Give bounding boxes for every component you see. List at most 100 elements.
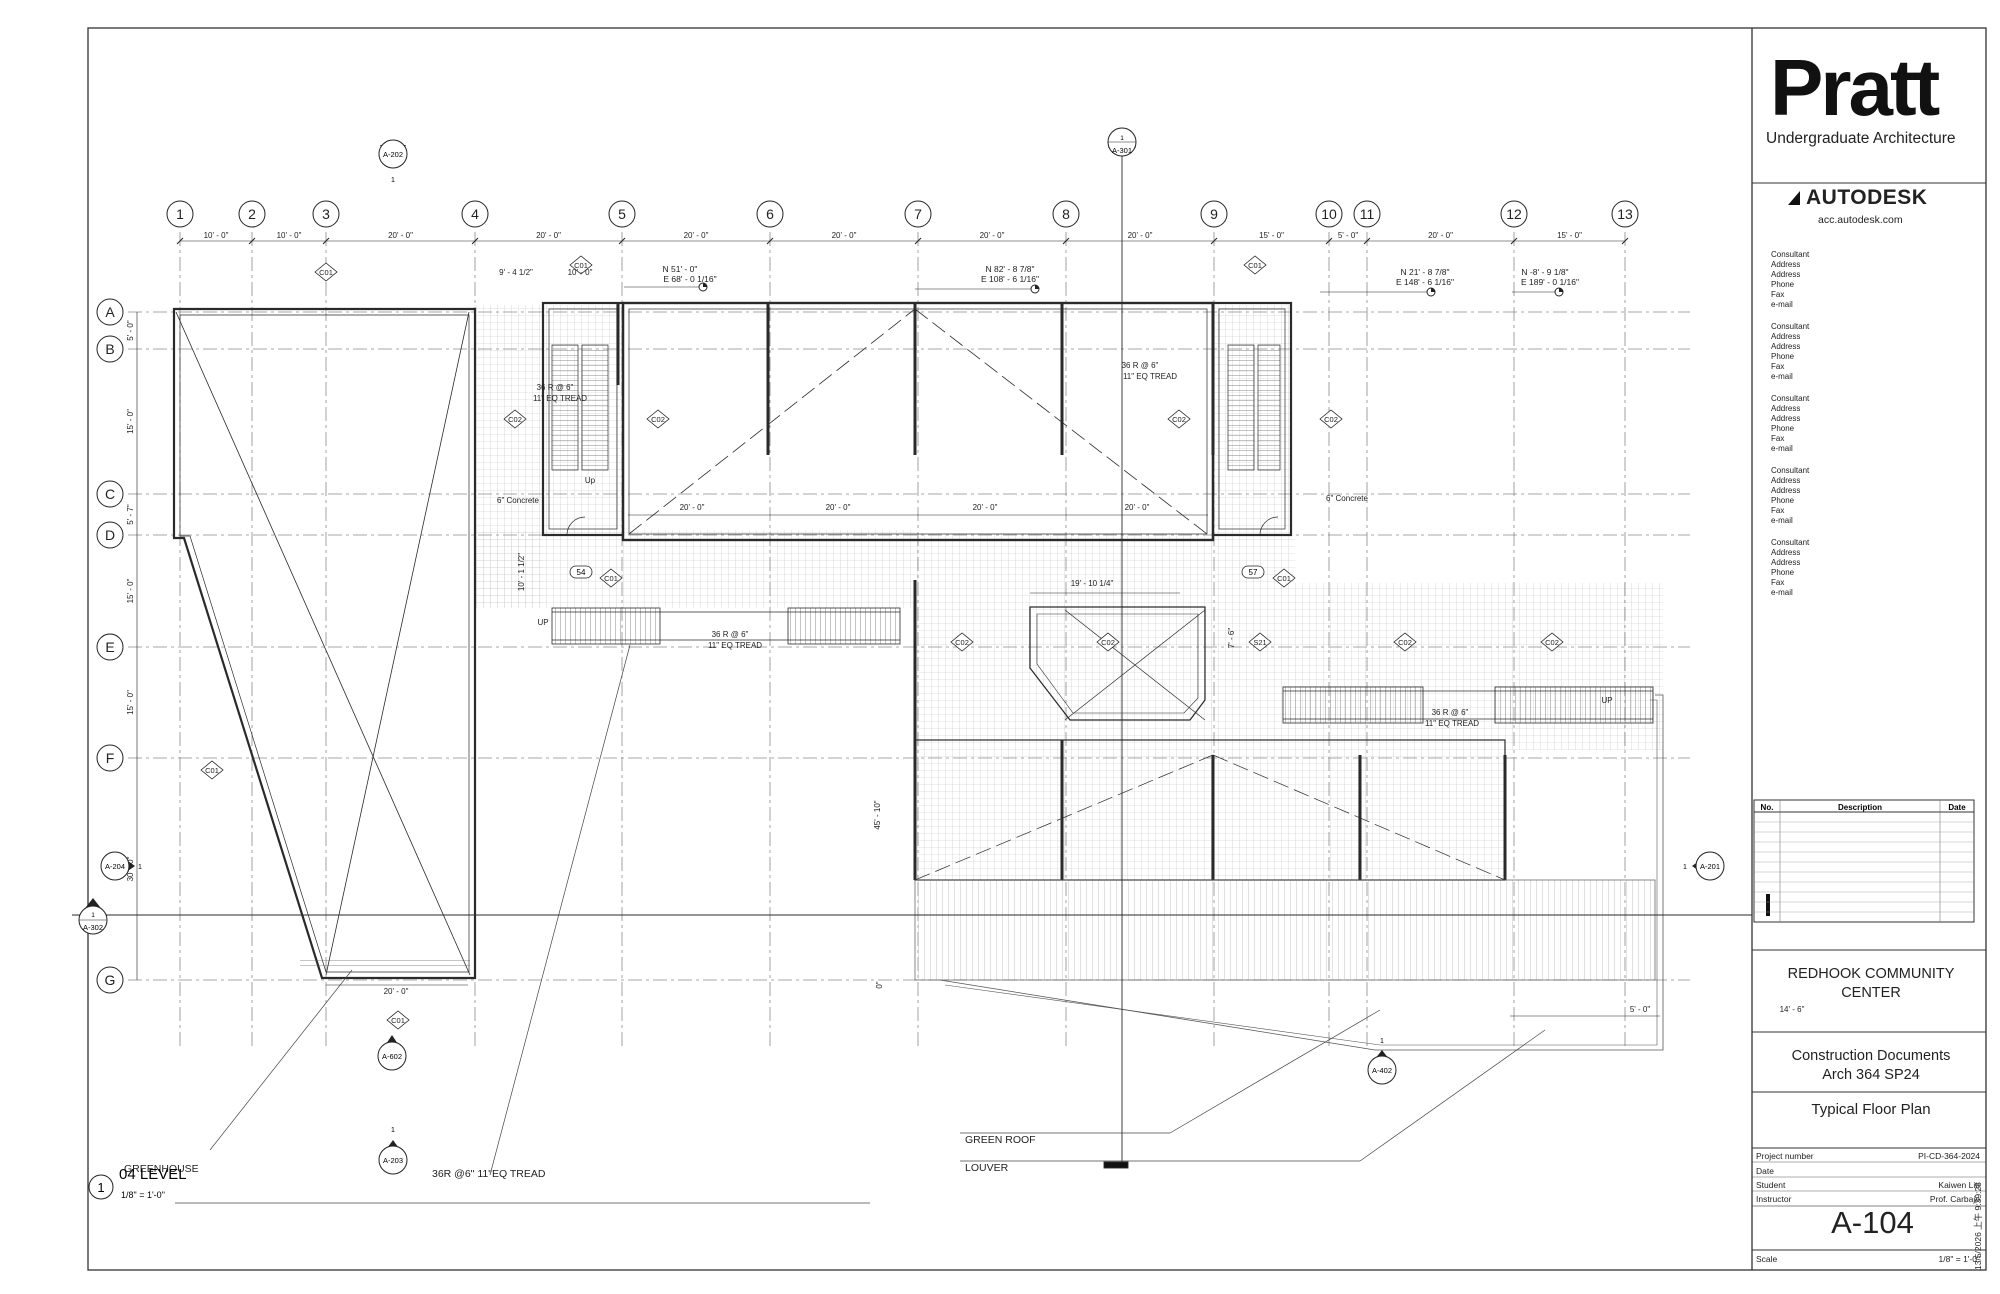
- svg-text:1: 1: [391, 1127, 395, 1134]
- consultant-line: Phone: [1771, 568, 1795, 577]
- column-dim: 15' - 0": [1557, 231, 1582, 240]
- consultant-line: Phone: [1771, 424, 1795, 433]
- svg-text:1: 1: [1120, 135, 1124, 142]
- row-dim: 5' - 7": [126, 504, 135, 525]
- svg-text:1: 1: [176, 206, 184, 222]
- floor-hatch: [475, 305, 1663, 880]
- consultant-line: Address: [1771, 260, 1801, 269]
- svg-text:N 82' - 8 7/8": N 82' - 8 7/8": [985, 264, 1034, 274]
- grid-bubble-6: 6: [756, 200, 784, 228]
- consultant-line: Consultant: [1771, 322, 1810, 331]
- svg-text:8: 8: [1062, 206, 1070, 222]
- grid-bubble-C: C: [96, 480, 124, 508]
- consultant-line: Phone: [1771, 280, 1795, 289]
- svg-text:6" Concrete: 6" Concrete: [497, 496, 540, 505]
- column-dim: 20' - 0": [980, 231, 1005, 240]
- consultant-line: Consultant: [1771, 466, 1810, 475]
- svg-text:C02: C02: [1172, 415, 1186, 424]
- consultant-line: e-mail: [1771, 372, 1793, 381]
- svg-text:3: 3: [322, 206, 330, 222]
- svg-text:20' - 0": 20' - 0": [680, 503, 705, 512]
- grid-bubble-8: 8: [1052, 200, 1080, 228]
- svg-text:0": 0": [875, 981, 884, 988]
- tag-c02: C02: [503, 409, 527, 429]
- section-marker-a602[interactable]: A-602: [377, 1035, 407, 1071]
- project-name-line-1: REDHOOK COMMUNITY: [1787, 966, 1955, 982]
- column-dim: 20' - 0": [832, 231, 857, 240]
- consultant-line: Consultant: [1771, 250, 1810, 259]
- pratt-logo: Pratt: [1770, 43, 1940, 132]
- svg-text:10' - 0": 10' - 0": [568, 268, 593, 277]
- section-marker-a201[interactable]: A-201 1: [1683, 851, 1725, 881]
- consultant-line: Address: [1771, 486, 1801, 495]
- tag-c02: C02: [1540, 632, 1564, 652]
- grid-bubble-13: 13: [1611, 200, 1639, 228]
- svg-text:C: C: [105, 486, 115, 502]
- svg-text:36 R @ 6": 36 R @ 6": [1122, 361, 1159, 370]
- svg-text:A-402: A-402: [1372, 1066, 1392, 1075]
- svg-text:4: 4: [471, 206, 479, 222]
- svg-text:E 68' - 0 1/16": E 68' - 0 1/16": [663, 274, 716, 284]
- consultant-line: e-mail: [1771, 516, 1793, 525]
- west-stair-core: [541, 301, 625, 537]
- svg-text:GREEN ROOF: GREEN ROOF: [965, 1134, 1036, 1146]
- door-tags: 54 57: [569, 565, 1265, 579]
- consultant-line: Address: [1771, 476, 1801, 485]
- consultant-line: e-mail: [1771, 300, 1793, 309]
- consultant-line: Phone: [1771, 352, 1795, 361]
- print-timestamp: 13/5/2026 上午 9:39:28: [1973, 1182, 1983, 1270]
- info-date-label: Date: [1756, 1166, 1774, 1176]
- section-marker-a301[interactable]: 1 A-301: [1107, 127, 1137, 157]
- section-marker-a204[interactable]: A-204 1: [100, 851, 142, 881]
- grid-bubble-11: 11: [1353, 200, 1381, 228]
- consultant-line: Address: [1771, 414, 1801, 423]
- svg-text:C02: C02: [508, 415, 522, 424]
- grid-bubble-3: 3: [312, 200, 340, 228]
- consultant-line: Address: [1771, 342, 1801, 351]
- info-project-label: Project number: [1756, 1151, 1814, 1161]
- grid-bubble-9: 9: [1200, 200, 1228, 228]
- svg-text:C02: C02: [1545, 638, 1559, 647]
- svg-text:45' - 10": 45' - 10": [873, 800, 882, 829]
- svg-text:Up: Up: [585, 476, 596, 485]
- grid-bubble-10: 10: [1315, 200, 1343, 228]
- section-marker-a302[interactable]: 1 A-302: [78, 898, 108, 935]
- svg-text:C02: C02: [651, 415, 665, 424]
- leader-lines: [175, 644, 1546, 1204]
- consultant-line: Fax: [1771, 290, 1785, 299]
- row-dim: 15' - 0": [126, 690, 135, 715]
- grid-bubble-7: 7: [904, 200, 932, 228]
- svg-text:Description: Description: [1838, 803, 1882, 812]
- svg-text:1: 1: [91, 912, 95, 919]
- grid-bubble-12: 12: [1500, 200, 1528, 228]
- svg-text:36R @6" 11"EQ TREAD: 36R @6" 11"EQ TREAD: [432, 1168, 546, 1180]
- section-marker-a203[interactable]: 1 A-203: [378, 1127, 408, 1175]
- section-marker-a402[interactable]: 1 A-402: [1367, 1038, 1397, 1085]
- svg-text:E 108' - 6 1/16": E 108' - 6 1/16": [981, 274, 1039, 284]
- info-instructor-label: Instructor: [1756, 1194, 1792, 1204]
- tag-c01: C01: [599, 568, 623, 588]
- column-dim: 20' - 0": [536, 231, 561, 240]
- svg-text:20' - 0": 20' - 0": [1125, 503, 1150, 512]
- drawing-set-line-2: Arch 364 SP24: [1822, 1067, 1920, 1083]
- section-marker-a202[interactable]: A-202 1: [378, 139, 408, 184]
- svg-text:A: A: [105, 304, 115, 320]
- tag-c02: C02: [1167, 409, 1191, 429]
- svg-text:A-201: A-201: [1700, 862, 1720, 871]
- svg-text:No.: No.: [1761, 803, 1774, 812]
- info-student-value: Kaiwen Liu: [1938, 1180, 1980, 1190]
- svg-text:20' - 0": 20' - 0": [384, 987, 409, 996]
- svg-text:11" EQ TREAD: 11" EQ TREAD: [1123, 372, 1177, 381]
- svg-text:13: 13: [1617, 206, 1633, 222]
- tag-c01: C01: [1272, 568, 1296, 588]
- svg-text:N -8' - 9 1/8": N -8' - 9 1/8": [1521, 267, 1568, 277]
- drawing-name: Typical Floor Plan: [1811, 1101, 1931, 1118]
- svg-text:36 R @ 6": 36 R @ 6": [537, 383, 574, 392]
- svg-text:1: 1: [391, 177, 395, 184]
- svg-text:5' - 0": 5' - 0": [1630, 1005, 1651, 1014]
- svg-text:E: E: [105, 639, 114, 655]
